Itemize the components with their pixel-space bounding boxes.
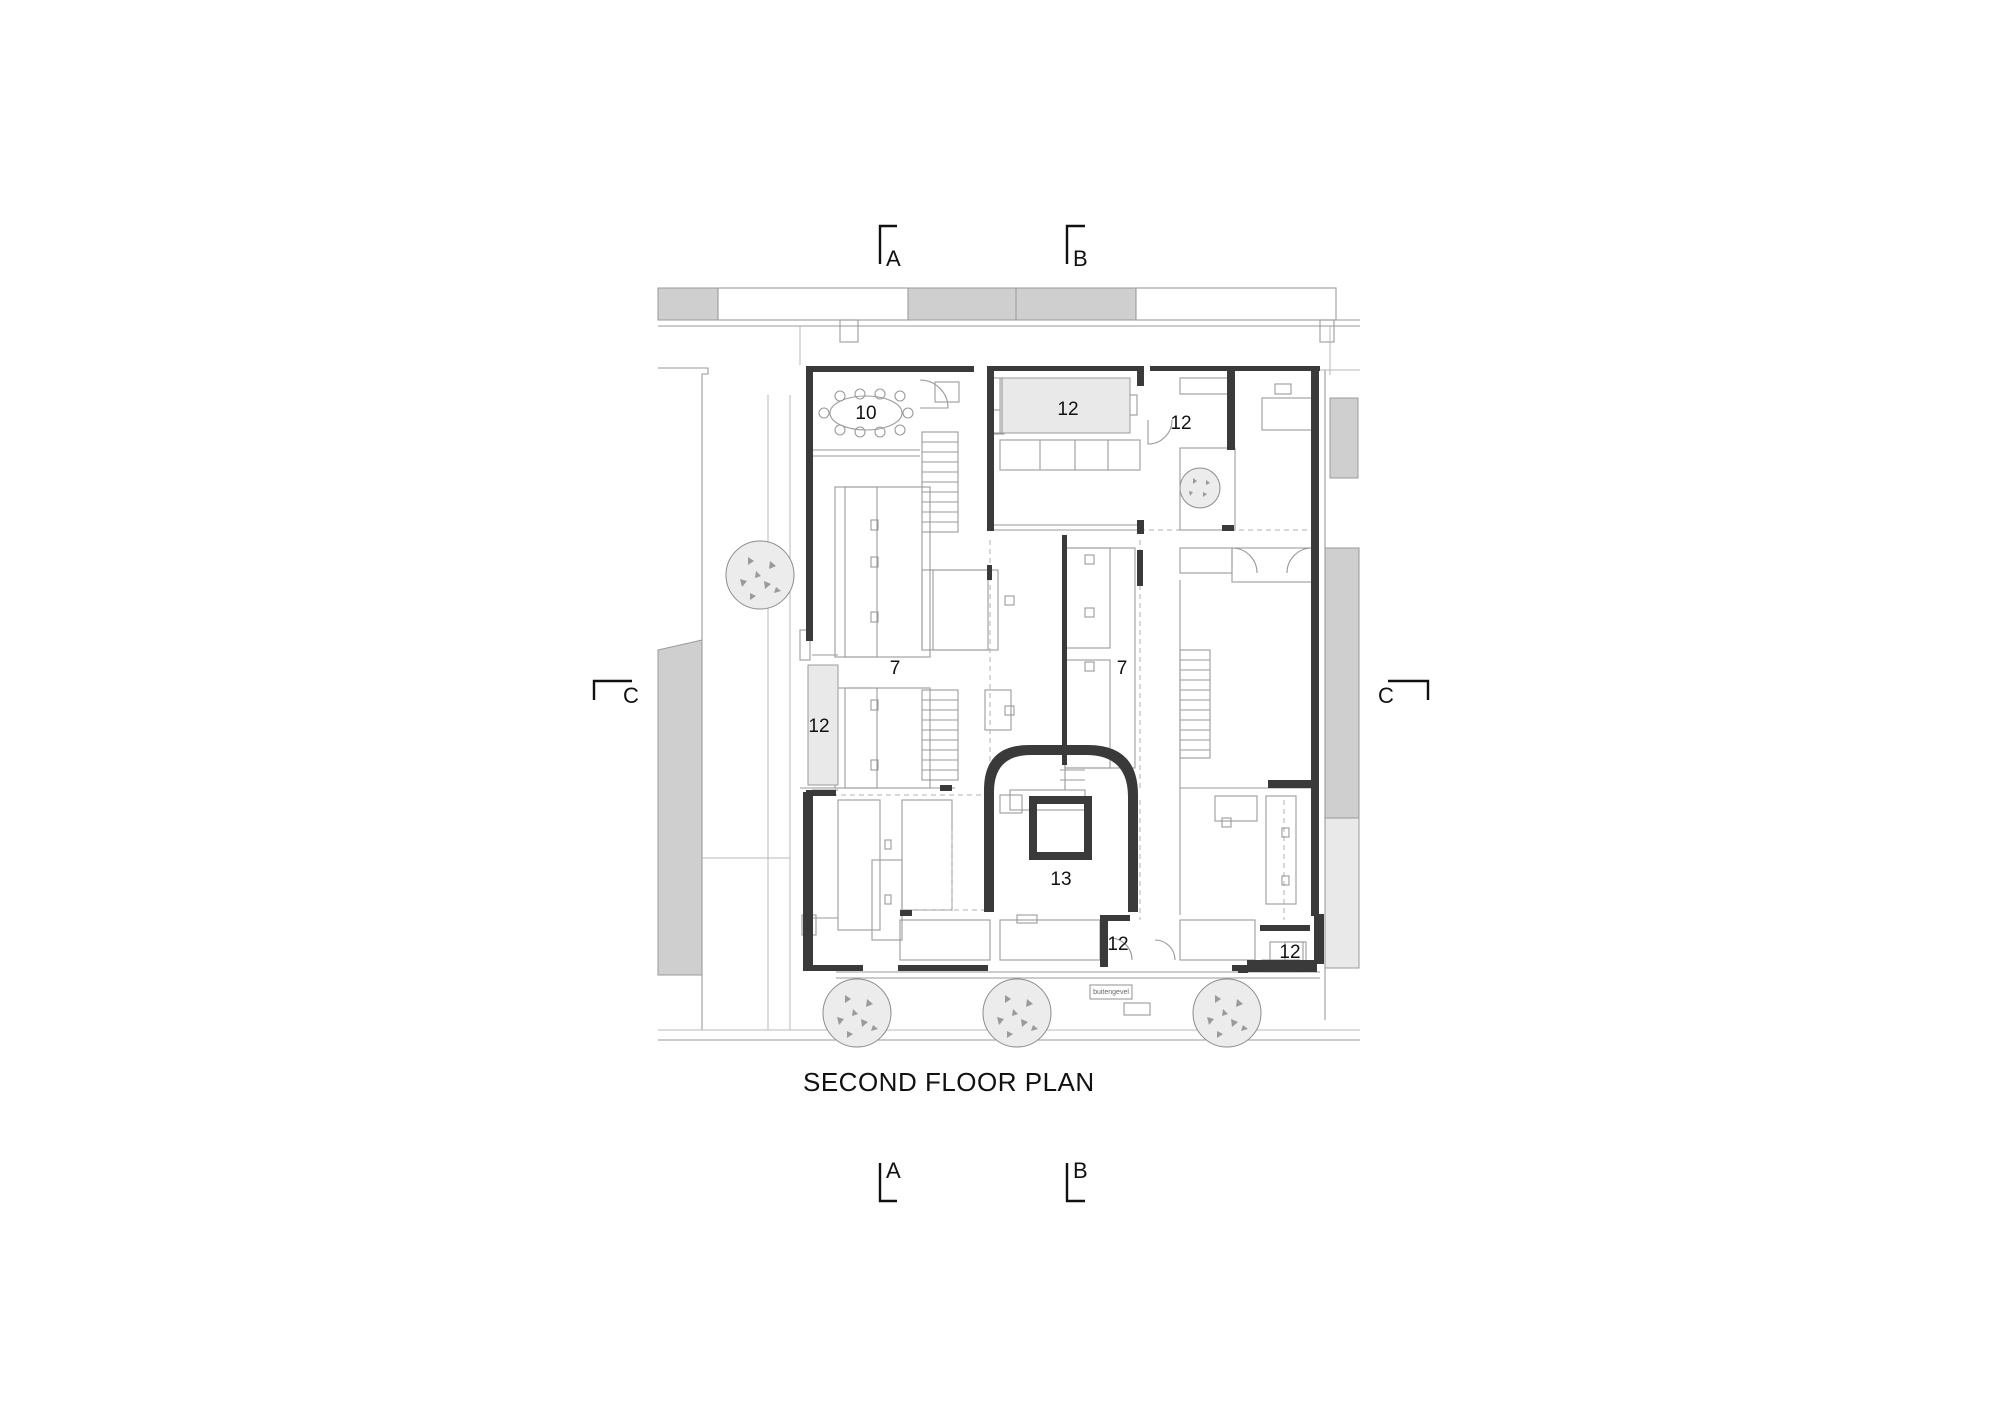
section-marker-bottom-b bbox=[1065, 1163, 1085, 1203]
walls bbox=[803, 366, 1324, 973]
tree-symbol-bottom-left bbox=[822, 978, 892, 1048]
tree-symbol-bottom-mid bbox=[982, 978, 1052, 1048]
entrance-mat-label: buitengevel bbox=[1093, 989, 1129, 996]
tree-symbol-courtyard bbox=[1179, 467, 1221, 509]
section-markers: A B A B C C bbox=[592, 224, 1430, 1203]
section-letter-bottom-b: B bbox=[1073, 1158, 1088, 1183]
room-label-12-left: 12 bbox=[808, 716, 829, 737]
room-label-13: 13 bbox=[1050, 869, 1071, 890]
section-letter-right-c: C bbox=[1378, 683, 1394, 708]
tree-symbol-left bbox=[725, 540, 795, 610]
room-labels: 10 12 12 7 7 12 13 12 12 bbox=[808, 399, 1300, 963]
section-marker-top-a bbox=[878, 224, 897, 264]
room-label-10: 10 bbox=[855, 403, 876, 424]
room-label-12-top-right: 12 bbox=[1170, 413, 1191, 434]
section-marker-right-c bbox=[1388, 679, 1430, 700]
section-marker-bottom-a bbox=[878, 1163, 897, 1203]
room-label-7-left: 7 bbox=[890, 658, 901, 679]
plan-title: SECOND FLOOR PLAN bbox=[803, 1067, 1095, 1097]
tree-symbol-bottom-right bbox=[1192, 978, 1262, 1048]
room-label-12-top-mid: 12 bbox=[1057, 399, 1078, 420]
section-letter-bottom-a: A bbox=[886, 1158, 901, 1183]
section-marker-left-c bbox=[592, 679, 632, 700]
room-label-12-bottom-right: 12 bbox=[1279, 942, 1300, 963]
interior-linework bbox=[799, 377, 1320, 979]
section-letter-top-b: B bbox=[1073, 246, 1088, 271]
room-label-12-bottom-mid: 12 bbox=[1107, 934, 1128, 955]
section-marker-top-b bbox=[1065, 224, 1085, 264]
section-letter-top-a: A bbox=[886, 246, 901, 271]
room-label-7-mid: 7 bbox=[1117, 658, 1128, 679]
section-letter-left-c: C bbox=[623, 683, 639, 708]
oval-table bbox=[829, 395, 903, 431]
